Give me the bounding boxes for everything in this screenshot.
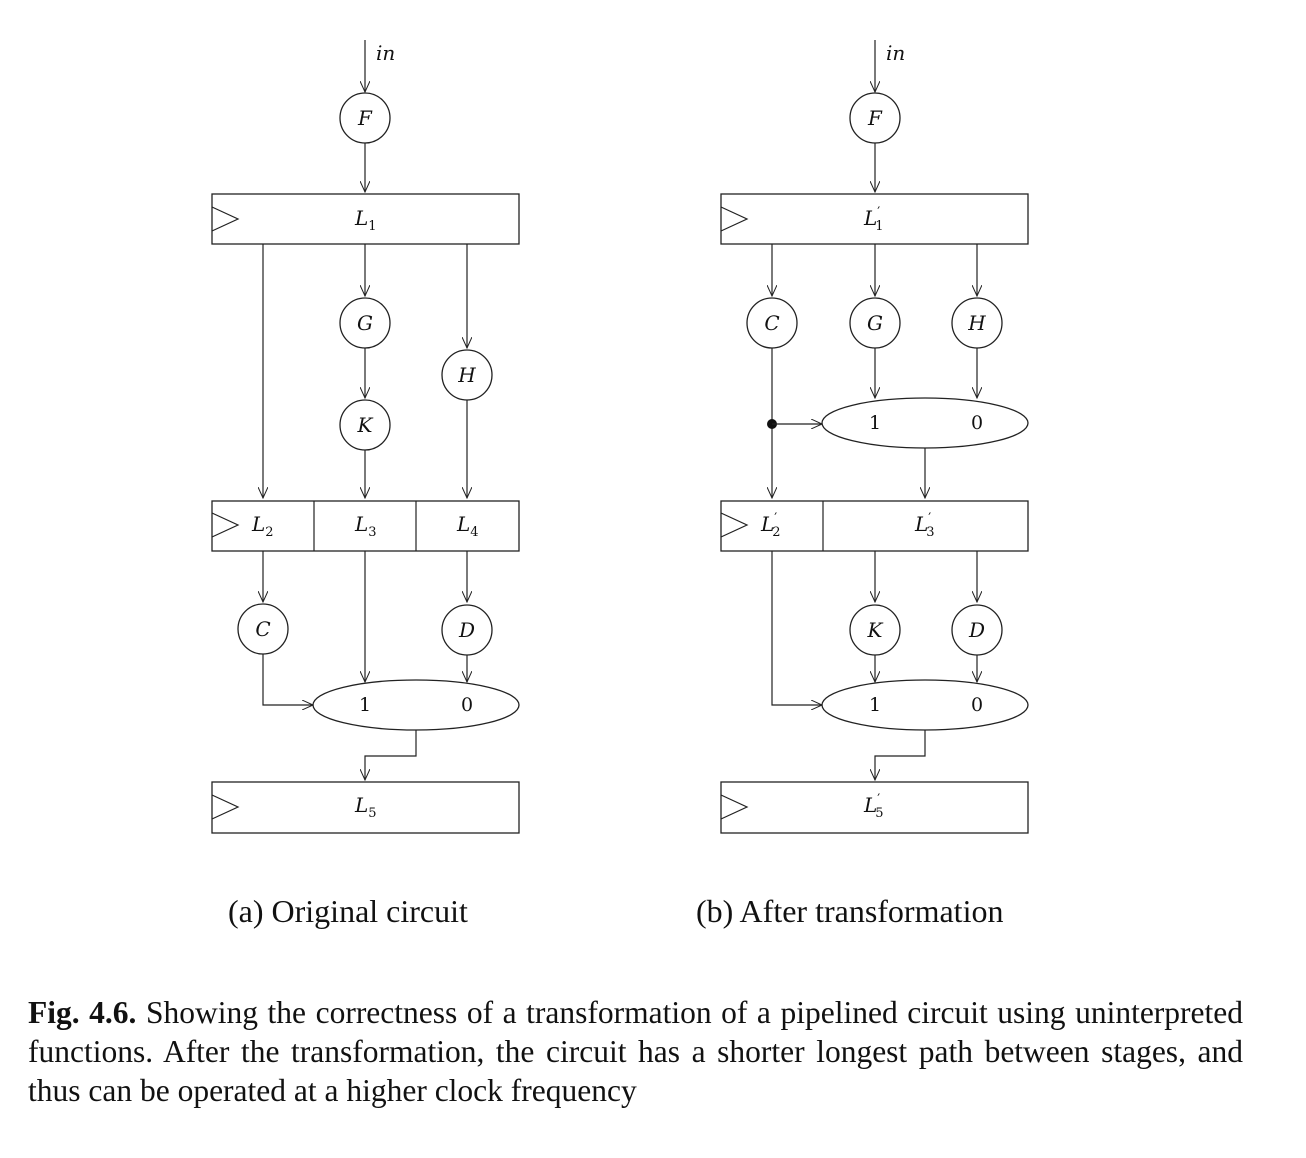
node-h-label: H bbox=[457, 363, 476, 387]
node-g-label: G bbox=[357, 311, 373, 335]
latch-l4-label: L4 bbox=[456, 512, 479, 540]
panel-after-transformation: in F L′1 C G H 1 0 L bbox=[720, 40, 1029, 834]
node-h-label: H bbox=[967, 311, 986, 335]
mux-bottom bbox=[821, 679, 1029, 731]
latch-l1 bbox=[211, 193, 520, 245]
node-d-label: D bbox=[458, 618, 475, 642]
node-f-label: F bbox=[357, 106, 373, 130]
mux-top-input-1: 1 bbox=[869, 412, 881, 434]
mux bbox=[312, 679, 520, 731]
figure-caption: Fig. 4.6. Showing the correctness of a t… bbox=[28, 993, 1243, 1110]
node-c-label: C bbox=[255, 617, 270, 641]
subcaption-b: (b) After transformation bbox=[696, 893, 1004, 929]
subcaption-a: (a) Original circuit bbox=[228, 893, 468, 929]
node-c-label: C bbox=[764, 311, 779, 335]
node-k-label: K bbox=[357, 413, 374, 437]
node-g-label: G bbox=[867, 311, 883, 335]
input-label: in bbox=[376, 41, 395, 65]
latch-l2-prime-label: L′2 bbox=[760, 511, 781, 540]
mux-bottom-input-1: 1 bbox=[869, 694, 881, 716]
input-label: in bbox=[886, 41, 905, 65]
panel-original-circuit: in F L1 G K H L2 L3 L4 bbox=[211, 40, 520, 834]
mux-bottom-input-0: 0 bbox=[971, 694, 983, 716]
latch-l5-label: L5 bbox=[354, 793, 377, 821]
node-d-label: D bbox=[968, 618, 985, 642]
figure-caption-text: Showing the correctness of a transformat… bbox=[28, 995, 1243, 1108]
mux-top-input-0: 0 bbox=[971, 412, 983, 434]
mux-input-1: 1 bbox=[359, 694, 371, 716]
latch-l5 bbox=[211, 781, 520, 834]
mux-top bbox=[821, 397, 1029, 449]
figure-label: Fig. 4.6. bbox=[28, 995, 137, 1030]
latch-l1-label: L1 bbox=[354, 206, 377, 234]
latch-l5-prime-label: L′5 bbox=[863, 792, 884, 821]
latch-l1-prime-label: L′1 bbox=[863, 205, 884, 234]
node-k-label: K bbox=[867, 618, 884, 642]
node-f-label: F bbox=[867, 106, 883, 130]
latch-row-l2-l3-prime bbox=[720, 500, 1029, 552]
latch-l3-label: L3 bbox=[354, 512, 377, 540]
latch-l2-label: L2 bbox=[251, 512, 274, 540]
latch-l3-prime-label: L′3 bbox=[914, 511, 935, 540]
latch-l5-prime bbox=[720, 781, 1029, 834]
mux-input-0: 0 bbox=[461, 694, 473, 716]
